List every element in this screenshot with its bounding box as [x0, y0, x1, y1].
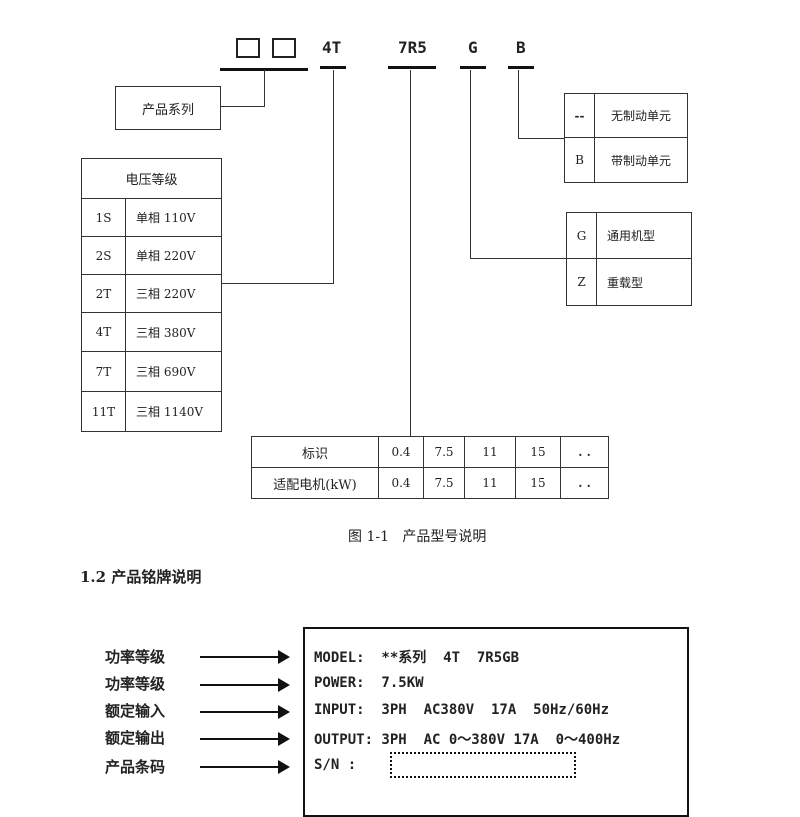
voltage-row-desc: 单相 220V: [125, 236, 222, 275]
nameplate-box: [303, 627, 689, 817]
power-row1-label: 标识: [251, 436, 379, 468]
voltage-row-desc: 三相 1140V: [125, 391, 222, 432]
series-connector-h: [221, 106, 265, 107]
power-underline: [388, 66, 436, 69]
type-connector-v: [470, 70, 471, 259]
voltage-row-code: 4T: [81, 312, 126, 352]
voltage-row-code: 1S: [81, 198, 126, 237]
power-row1-value: 0.4: [378, 436, 424, 468]
nameplate-model-line: MODEL: **系列 4T 7R5GB: [314, 650, 520, 666]
power-connector-v: [410, 70, 411, 436]
power-row2-value: 7.5: [423, 467, 465, 499]
arrow-head-icon: [278, 732, 290, 746]
power-code: 7R5: [398, 38, 427, 57]
type-row-desc: 通用机型: [596, 212, 692, 259]
voltage-row-desc: 单相 110V: [125, 198, 222, 237]
brake-underline: [508, 66, 534, 69]
voltage-row-code: 2S: [81, 236, 126, 275]
nameplate-label: 功率等级: [105, 648, 166, 666]
nameplate-input-line: INPUT: 3PH AC380V 17A 50Hz/60Hz: [314, 702, 610, 718]
arrow-head-icon: [278, 760, 290, 774]
voltage-row-desc: 三相 690V: [125, 351, 222, 392]
power-row2-value: 0.4: [378, 467, 424, 499]
arrow-head-icon: [278, 650, 290, 664]
nameplate-label: 额定输出: [105, 729, 166, 747]
arrow-head-icon: [278, 705, 290, 719]
brake-row-code: B: [564, 137, 595, 183]
figure-caption: 图 1-1 产品型号说明: [348, 529, 487, 545]
arrow-line: [200, 738, 280, 740]
voltage-row-code: 11T: [81, 391, 126, 432]
product-series-box: 产品系列: [115, 86, 221, 130]
brake-connector-v: [518, 70, 519, 139]
voltage-row-code: 2T: [81, 274, 126, 313]
power-row2-value: . .: [560, 467, 609, 499]
power-row2-label: 适配电机(kW): [251, 467, 379, 499]
power-row1-value: 7.5: [423, 436, 465, 468]
type-row-code: G: [566, 212, 597, 259]
power-row1-value: . .: [560, 436, 609, 468]
brake-row-code: --: [564, 93, 595, 138]
voltage-row-desc: 三相 220V: [125, 274, 222, 313]
brake-row-desc: 无制动单元: [594, 93, 688, 138]
power-row1-value: 15: [515, 436, 561, 468]
series-connector-v: [264, 70, 265, 106]
arrow-line: [200, 766, 280, 768]
type-code: G: [468, 38, 478, 57]
nameplate-label: 额定输入: [105, 702, 166, 720]
section-title: 1.2 产品铭牌说明: [80, 568, 202, 586]
nameplate-label: 产品条码: [105, 758, 166, 776]
arrow-head-icon: [278, 678, 290, 692]
voltage-table-header: 电压等级: [81, 158, 222, 199]
type-row-code: Z: [566, 258, 597, 306]
voltage-connector-v: [333, 70, 334, 284]
power-row1-value: 11: [464, 436, 516, 468]
type-connector-h: [470, 258, 566, 259]
arrow-line: [200, 684, 280, 686]
power-row2-value: 11: [464, 467, 516, 499]
brake-connector-h: [518, 138, 564, 139]
series-box-2: [272, 38, 296, 58]
voltage-underline: [320, 66, 346, 69]
arrow-line: [200, 711, 280, 713]
series-box-1: [236, 38, 260, 58]
nameplate-label: 功率等级: [105, 675, 166, 693]
nameplate-sn-line: S/N :: [314, 757, 357, 773]
brake-row-desc: 带制动单元: [594, 137, 688, 183]
brake-code: B: [516, 38, 526, 57]
nameplate-power-line: POWER: 7.5KW: [314, 675, 424, 691]
voltage-connector-h: [222, 283, 334, 284]
arrow-line: [200, 656, 280, 658]
type-row-desc: 重载型: [596, 258, 692, 306]
series-underline: [220, 68, 308, 71]
type-underline: [460, 66, 486, 69]
voltage-code: 4T: [322, 38, 342, 57]
barcode-placeholder: [390, 752, 576, 778]
voltage-row-code: 7T: [81, 351, 126, 392]
voltage-row-desc: 三相 380V: [125, 312, 222, 352]
power-row2-value: 15: [515, 467, 561, 499]
product-series-label: 产品系列: [141, 102, 194, 118]
nameplate-output-line: OUTPUT: 3PH AC 0～380V 17A 0～400Hz: [314, 732, 621, 748]
